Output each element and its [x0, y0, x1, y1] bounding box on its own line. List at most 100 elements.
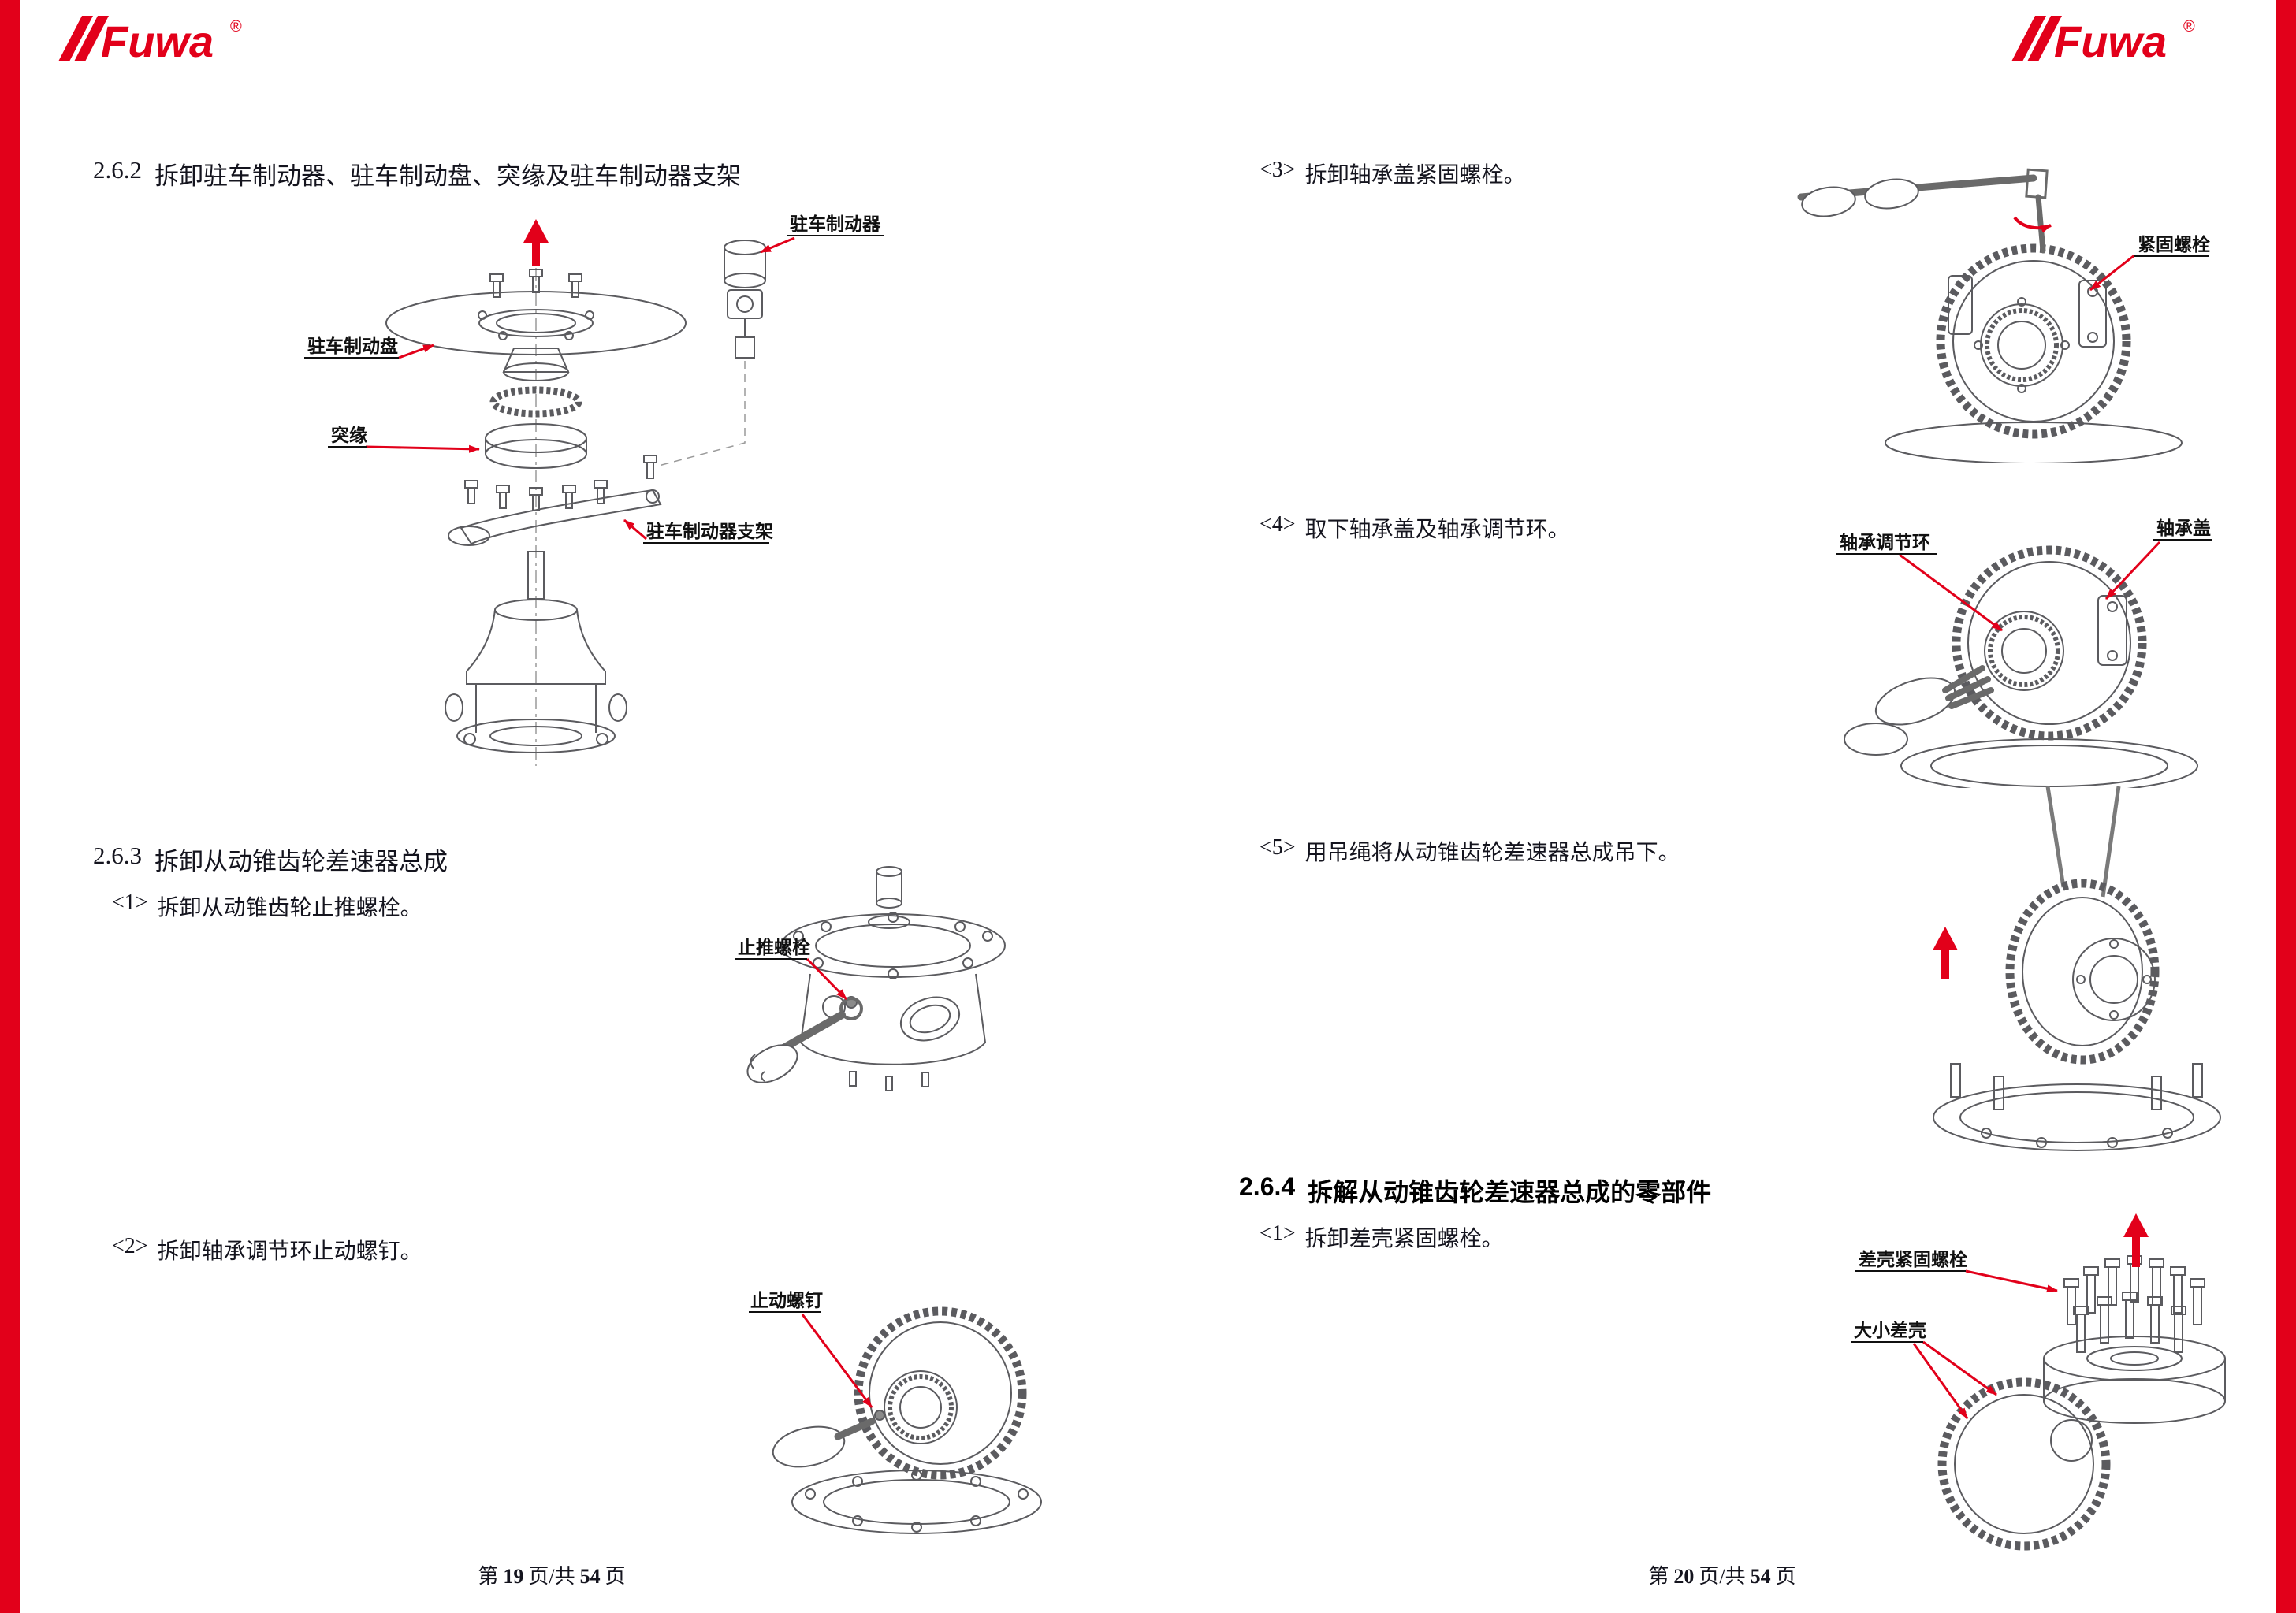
footer-text: 页/共 — [1699, 1565, 1746, 1588]
figure-bearing-cap-ring: 轴承调节环 轴承盖 — [1813, 503, 2231, 788]
part-label-bearing-adjusting-ring: 轴承调节环 — [1840, 532, 1930, 552]
up-arrow-icon — [523, 219, 549, 266]
differential-carrier-drawing — [780, 866, 1006, 1091]
leader-arrow — [2104, 541, 2161, 600]
part-label-bearing-cap: 轴承盖 — [2156, 518, 2211, 538]
part-label-thrust-bolt: 止推螺栓 — [738, 937, 810, 957]
fuwa-logo-graphic: Fuwa ® — [2011, 16, 2195, 66]
fuwa-logo-left: Fuwa ® — [55, 11, 252, 68]
parking-brake-unit-drawing — [655, 240, 766, 467]
footer-total-pages: 54 — [1750, 1565, 1771, 1588]
hand-with-wrench-drawing — [746, 997, 863, 1083]
footer-page-number: 20 — [1673, 1565, 1695, 1588]
logo-wordmark: Fuwa — [2054, 17, 2167, 66]
red-edge-left — [0, 0, 20, 1613]
footer-page-number: 19 — [503, 1565, 524, 1588]
rotation-arrow — [2013, 216, 2052, 233]
ring-gear-drawing — [1937, 1377, 2111, 1551]
case-bolts-drawing — [2063, 1255, 2205, 1353]
exploded-assembly-drawing — [385, 268, 687, 766]
red-annotations — [1899, 541, 2161, 632]
figure-lifting-assembly — [1915, 786, 2231, 1153]
leader-arrow — [806, 957, 848, 1001]
ring-gear-drawing — [1900, 545, 2198, 788]
hands-with-wrench-drawing — [1797, 168, 2049, 254]
up-arrow-icon — [1933, 927, 1958, 979]
part-label-case-fastening-bolt: 差壳紧固螺栓 — [1859, 1249, 1967, 1269]
footer-total-pages: 54 — [579, 1565, 601, 1588]
leader-arrow — [365, 444, 480, 453]
red-annotations — [2013, 216, 2135, 292]
part-labels: 差壳紧固螺栓 大小差壳 — [1851, 1249, 1967, 1343]
part-label-fastening-bolt: 紧固螺栓 — [2138, 234, 2210, 255]
part-label-flange: 突缘 — [331, 425, 367, 445]
part-label-parking-brake-bracket: 驻车制动器支架 — [646, 521, 773, 541]
logo-wordmark: Fuwa — [101, 17, 214, 66]
step-r5: <5> 用吊绳将从动锥齿轮差速器总成吊下。 — [1260, 835, 1680, 867]
registered-mark: ® — [2183, 18, 2195, 35]
leader-arrow — [801, 1314, 873, 1408]
red-annotations — [801, 1314, 873, 1408]
differential-assembly-drawing — [2005, 879, 2160, 1065]
section-264-heading: 2.6.4 拆解从动锥齿轮差速器总成的零部件 — [1239, 1173, 1711, 1209]
section-number: 2.6.4 — [1239, 1173, 1296, 1201]
step-marker: <3> — [1260, 158, 1296, 182]
pointing-hand-drawing — [772, 1418, 876, 1468]
section-262-heading: 2.6.2 拆卸驻车制动器、驻车制动盘、突缘及驻车制动器支架 — [93, 156, 741, 191]
part-labels: 驻车制动器 驻车制动盘 突缘 驻车制动器支架 — [304, 214, 884, 544]
part-labels: 紧固螺栓 — [2134, 234, 2210, 257]
step-text: 用吊绳将从动锥齿轮差速器总成吊下。 — [1304, 841, 1680, 865]
part-labels: 止动螺钉 — [749, 1290, 823, 1313]
section-number: 2.6.2 — [93, 156, 142, 184]
ring-gear-drawing — [1885, 243, 2183, 463]
ring-gear-drawing — [791, 1306, 1042, 1534]
part-labels: 止推螺栓 — [735, 937, 810, 960]
section-title: 拆卸驻车制动器、驻车制动盘、突缘及驻车制动器支架 — [154, 162, 741, 190]
up-arrow-icon — [2123, 1213, 2149, 1267]
step-marker: <1> — [112, 890, 148, 915]
figure-parking-brake-exploded: 驻车制动器 驻车制动盘 突缘 驻车制动器支架 — [300, 206, 899, 786]
leader-arrow — [623, 518, 647, 541]
leader-arrow — [1912, 1343, 1969, 1419]
red-annotations — [1912, 1213, 2149, 1419]
step-r3: <3> 拆卸轴承盖紧固螺栓。 — [1260, 158, 1526, 189]
step-r4: <4> 取下轴承盖及轴承调节环。 — [1260, 512, 1570, 544]
step-l1: <1> 拆卸从动锥齿轮止推螺栓。 — [112, 890, 422, 922]
footer-text: 页 — [1775, 1565, 1796, 1588]
figure-stop-screw: 止动螺钉 — [747, 1275, 1056, 1552]
leader-arrow — [1922, 1340, 1997, 1396]
step-text: 拆卸轴承调节环止动螺钉。 — [157, 1239, 422, 1264]
step-text: 拆卸差壳紧固螺栓。 — [1304, 1227, 1504, 1251]
footer-text: 第 — [478, 1565, 499, 1588]
lifting-ropes-drawing — [2045, 786, 2121, 898]
leader-arrow — [1965, 1269, 2058, 1293]
footer-text: 页 — [605, 1565, 626, 1588]
figure-case-bolts: 差壳紧固螺栓 大小差壳 — [1835, 1204, 2245, 1560]
red-annotations — [365, 219, 795, 541]
leader-arrow — [398, 344, 434, 359]
part-label-parking-brake: 驻车制动器 — [790, 214, 881, 234]
leader-arrow — [2089, 254, 2135, 292]
section-title: 拆卸从动锥齿轮差速器总成 — [154, 848, 448, 875]
section-263-heading: 2.6.3 拆卸从动锥齿轮差速器总成 — [93, 842, 448, 877]
figure-thrust-bolt: 止推螺栓 — [731, 857, 1047, 1149]
registered-mark: ® — [230, 18, 242, 35]
step-r1: <1> 拆卸差壳紧固螺栓。 — [1260, 1221, 1504, 1253]
fuwa-logo-right: Fuwa ® — [2008, 11, 2205, 68]
red-edge-right — [2276, 0, 2296, 1613]
step-text: 取下轴承盖及轴承调节环。 — [1304, 518, 1570, 542]
footer-text: 第 — [1648, 1565, 1669, 1588]
leader-arrow — [760, 236, 795, 254]
section-title: 拆解从动锥齿轮差速器总成的零部件 — [1308, 1178, 1712, 1206]
part-label-diff-cases: 大小差壳 — [1854, 1320, 1926, 1340]
step-text: 拆卸轴承盖紧固螺栓。 — [1304, 163, 1526, 188]
step-marker: <2> — [112, 1234, 148, 1258]
logo-slashes — [2011, 16, 2062, 61]
figure-bearing-cap-bolts: 紧固螺栓 — [1773, 148, 2215, 463]
part-label-parking-brake-disc: 驻车制动盘 — [307, 336, 398, 356]
leader-arrow — [1899, 553, 2003, 632]
logo-slashes — [58, 16, 109, 61]
